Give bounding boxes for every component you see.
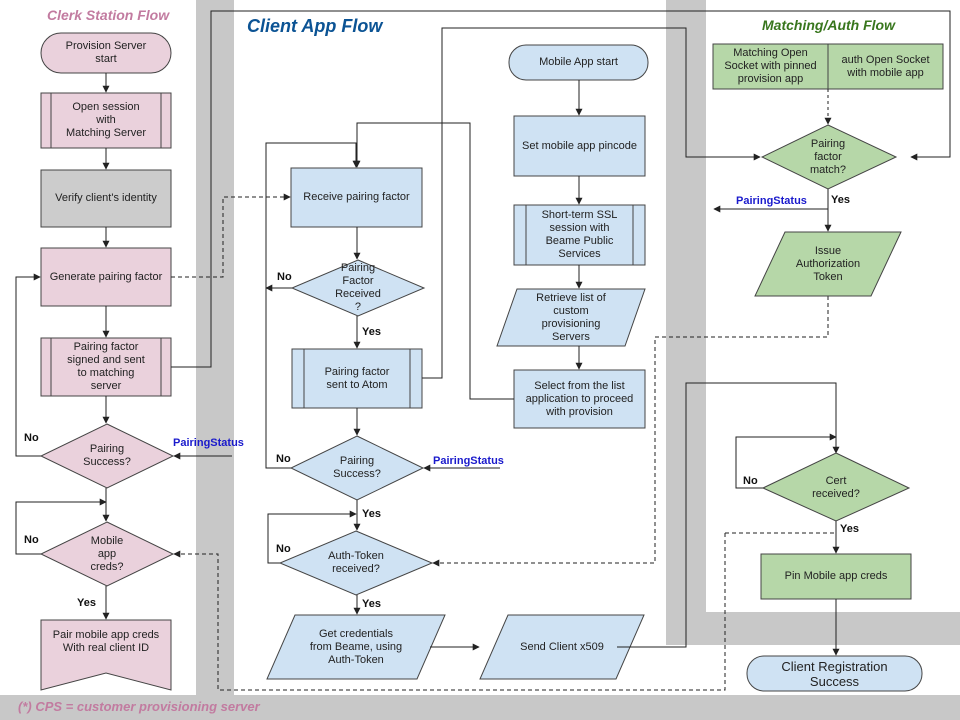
client-yes-label-3: Yes [362, 598, 381, 610]
issue-token-shape [754, 231, 902, 297]
pin-creds-node: Pin Mobile app creds [784, 570, 888, 582]
pair-creds-shape [40, 619, 172, 691]
open-socket-node: Matching Open Socket with pinned provisi… [724, 47, 817, 85]
client-pairing-status: PairingStatus [433, 455, 504, 467]
matching-lane-title: Matching/Auth Flow [762, 17, 895, 33]
generate-pairing-node: Generate pairing factor [49, 270, 163, 283]
client-no-label-3: No [276, 543, 291, 555]
pairing-match-node: Pairing factor match? [809, 137, 847, 176]
clerk-no-label-2: No [24, 534, 39, 546]
pairing-received-diamond [290, 259, 426, 317]
registration-success-shape [746, 655, 923, 692]
receive-pairing-node: Receive pairing factor [303, 191, 410, 203]
auth-token-node: Auth-Token received? [328, 550, 384, 575]
matching-yes-label-2: Yes [840, 523, 859, 535]
signed-sent-node: Pairing factor signed and sent to matchi… [67, 341, 145, 392]
footnote-bar [0, 695, 960, 720]
pin-creds-shape [760, 553, 912, 600]
pincode-shape [513, 115, 646, 177]
matching-pairing-status: PairingStatus [736, 195, 807, 207]
get-credentials-shape [266, 614, 446, 680]
ssl-session-shape [513, 204, 646, 266]
send-x509-shape [479, 614, 645, 680]
pair-creds-node: Pair mobile app creds With real client I… [52, 629, 160, 654]
matching-no-label: No [743, 475, 758, 487]
sent-atom-node: Pairing factor sent to Atom [324, 365, 390, 391]
pairing-success-node: Pairing Success? [83, 443, 131, 468]
mobile-app-start-node: Mobile App start [539, 56, 618, 68]
clerk-pairing-status: PairingStatus [173, 437, 244, 449]
retrieve-list-node: Retrieve list of custom provisioning Ser… [536, 291, 606, 343]
sent-atom-shape [291, 348, 423, 409]
select-list-shape [513, 369, 646, 429]
clerk-no-label-1: No [24, 432, 39, 444]
registration-success-node: Client Registration Success [781, 658, 888, 689]
pairing-received-node: Pairing Factor Received ? [335, 262, 381, 313]
lane-divider-left [196, 0, 234, 720]
select-list-node: Select from the list application to proc… [525, 379, 634, 418]
client-yes-label-1: Yes [362, 326, 381, 338]
footnote: (*) CPS = customer provisioning server [18, 699, 260, 714]
clerk-lane-title: Clerk Station Flow [47, 7, 170, 23]
retrieve-list-shape [496, 288, 646, 347]
get-credentials-node: Get credentials from Beame, using Auth-T… [309, 627, 403, 666]
client-no-label-2: No [276, 453, 291, 465]
verify-identity-node: Verify client's identity [55, 192, 157, 204]
auth-socket-node: auth Open Socket with mobile app [841, 53, 930, 79]
mobile-creds-node: Mobile app creds? [90, 534, 124, 573]
client-success-node: Pairing Success? [333, 455, 381, 480]
client-no-label-1: No [277, 271, 292, 283]
matching-yes-label-1: Yes [831, 194, 850, 206]
auth-token-diamond [278, 530, 434, 596]
clerk-yes-label: Yes [77, 597, 96, 609]
open-session-node: Open session with Matching Server [65, 101, 147, 139]
ssl-session-node: Short-term SSL session with Beame Public… [541, 209, 618, 260]
verify-identity-shape [40, 169, 172, 228]
issue-token-node: Issue Authorization Token [795, 244, 861, 283]
generate-pairing-shape [40, 247, 172, 307]
open-session-shape [40, 92, 172, 149]
client-yes-label-2: Yes [362, 508, 381, 520]
send-x509-node: Send Client x509 [520, 640, 604, 653]
mobile-creds-diamond [39, 521, 175, 587]
client-lane-title: Client App Flow [247, 16, 383, 36]
cert-received-node: Cert received? [812, 475, 860, 500]
pairing-success-diamond [39, 423, 175, 489]
provision-server-start: Provision Server start [65, 40, 147, 65]
lane-divider-bottom-right [706, 612, 960, 645]
pincode-node: Set mobile app pincode [522, 139, 637, 152]
